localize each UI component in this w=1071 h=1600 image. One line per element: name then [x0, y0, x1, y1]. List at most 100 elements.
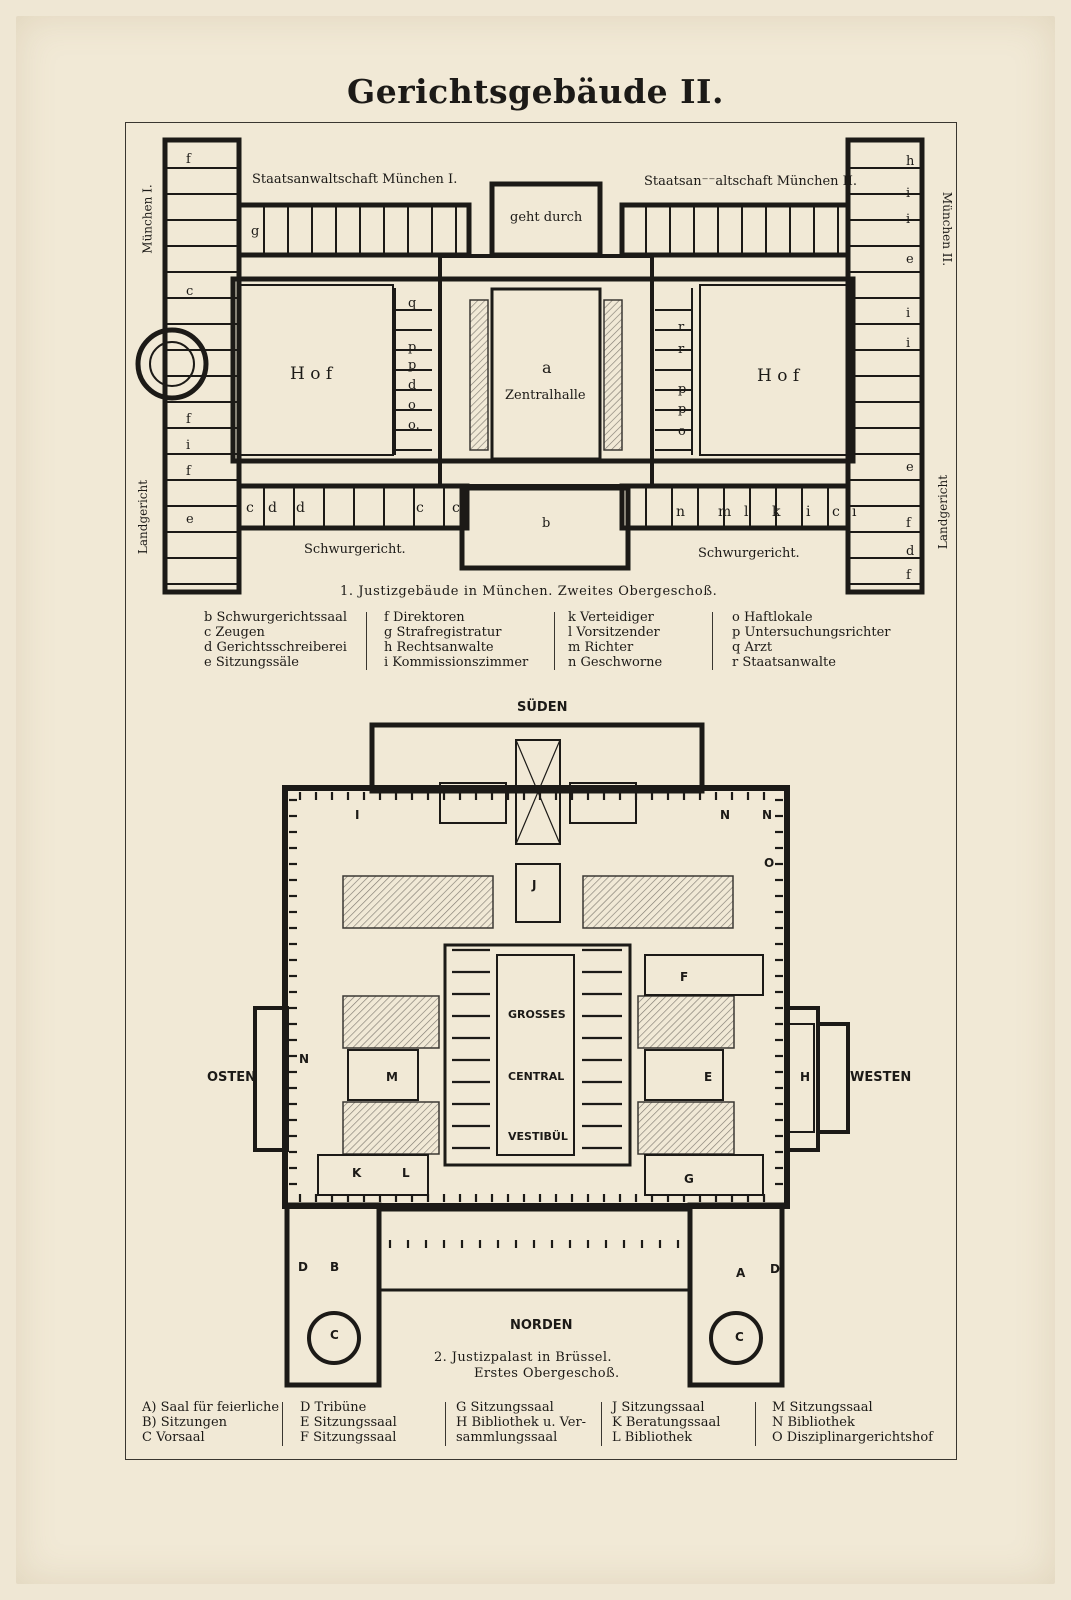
room-letter: C: [330, 1328, 339, 1342]
plan1-legend-entry: n Geschworne: [568, 655, 663, 670]
room-letter: e: [906, 460, 914, 475]
room-a-label: a: [542, 358, 552, 377]
south-stair: [515, 739, 561, 845]
room-letter: p: [408, 340, 417, 355]
room-letter: o: [678, 424, 686, 439]
room-letter: p: [408, 358, 417, 373]
room-letter: c: [416, 500, 424, 516]
room-letter: f: [186, 412, 191, 427]
room-letter: d: [296, 500, 305, 516]
hof-right-label: H o f: [757, 366, 800, 386]
center-grosses: GROSSES: [508, 1008, 566, 1021]
room-letter: d: [906, 544, 915, 559]
room-letter: l: [744, 504, 749, 520]
room-letter: c: [186, 284, 194, 299]
plan2-legend-entry: O Disziplinargerichtshof: [772, 1430, 933, 1445]
room-letter: o: [408, 398, 416, 413]
muenchen-1-label: München I.: [140, 184, 155, 254]
room-letter: q: [408, 296, 417, 311]
room-letter: B: [330, 1260, 340, 1274]
room-letter: K: [352, 1166, 362, 1180]
room-letter: p: [678, 382, 687, 397]
room-letter: N: [720, 808, 731, 822]
top-left-offices: [236, 202, 472, 258]
schwurgericht-right-label: Schwurgericht.: [698, 546, 800, 561]
plan1-legend-entry: c Zeugen: [204, 625, 265, 640]
room-letter: h: [906, 154, 915, 169]
room-letter: f: [186, 152, 191, 167]
plan2-legend-entry: E Sitzungssaal: [300, 1415, 397, 1430]
plan1-legend-entry: o Haftlokale: [732, 610, 813, 625]
zentralhalle-label: Zentralhalle: [505, 388, 586, 403]
plan1-legend-entry: p Untersuchungsrichter: [732, 625, 891, 640]
plan1-legend-entry: r Staatsanwalte: [732, 655, 836, 670]
room-letter: i: [906, 336, 911, 351]
room-letter: C: [735, 1330, 744, 1344]
room-letter: i: [906, 306, 911, 321]
room-letter: O: [764, 856, 775, 870]
room-letter: d: [268, 500, 277, 516]
room-letter: c: [452, 500, 460, 516]
hof-left-label: H o f: [290, 364, 333, 384]
direction-east: OSTEN: [207, 1070, 257, 1085]
plan1-legend-entry: m Richter: [568, 640, 634, 655]
room-letter: c: [246, 500, 254, 516]
plan1-legend-entry: h Rechtsanwalte: [384, 640, 494, 655]
landgericht-left-label: Landgericht: [136, 479, 151, 555]
plan2-legend-entry: F Sitzungssaal: [300, 1430, 397, 1445]
plan1-legend-entry: q Arzt: [732, 640, 773, 655]
staatsanwaltschaft-1-label: Staatsanwaltschaft München I.: [252, 172, 458, 187]
room-letter: N: [299, 1052, 310, 1066]
plan1-legend-entry: i Kommissionszimmer: [384, 655, 529, 670]
room-letter: f: [186, 464, 191, 479]
room-letter: D: [298, 1260, 308, 1274]
schwurgericht-hall: [459, 485, 631, 571]
room-letter: I: [355, 808, 360, 822]
plan2-legend-entry: K Beratungssaal: [612, 1415, 721, 1430]
top-right-offices: [619, 202, 851, 258]
room-letter: f: [906, 516, 911, 531]
room-letter: d: [408, 378, 417, 393]
plan2-subcaption: Erstes Obergeschoß.: [474, 1366, 620, 1381]
plan2-legend-entry: M Sitzungssaal: [772, 1400, 873, 1415]
geht-durch-label: geht durch: [510, 210, 583, 225]
staatsanwaltschaft-2-label: Staatsan⁻⁻altschaft München II.: [644, 174, 858, 189]
room-letter: J: [532, 878, 537, 892]
plan1-legend-entry: k Verteidiger: [568, 610, 654, 625]
room-letter: m: [718, 504, 732, 520]
plan2-legend-entry: sammlungssaal: [456, 1430, 558, 1445]
plan1-legend-entry: f Direktoren: [384, 610, 465, 625]
room-letter: i: [852, 504, 857, 520]
room-letter: i: [906, 186, 911, 201]
direction-north: NORDEN: [510, 1318, 573, 1333]
plan1-legend-entry: b Schwurgerichtssaal: [204, 610, 347, 625]
room-letter: e: [906, 252, 914, 267]
room-letter: n: [676, 504, 686, 520]
plan2-legend-entry: D Tribüne: [300, 1400, 367, 1415]
page-title: Gerichtsgebäude II.: [347, 72, 724, 111]
room-letter: E: [704, 1070, 713, 1084]
plan1-legend-entry: g Strafregistratur: [384, 625, 502, 640]
room-letter: L: [402, 1166, 410, 1180]
room-letter: f: [906, 568, 911, 583]
hof-left-yard: [238, 284, 394, 456]
plan2-legend-entry: A) Saal für feierliche: [142, 1400, 280, 1415]
muenchen-2-label: München II.: [940, 191, 955, 267]
hof-right-yard: [699, 284, 849, 456]
room-letter: o.: [408, 418, 420, 433]
room-letter: e: [186, 512, 194, 527]
room-letter: i: [186, 438, 191, 453]
plan2-legend-entry: H Bibliothek u. Ver-: [456, 1415, 587, 1430]
plan1-legend-entry: d Gerichtsschreiberei: [204, 640, 347, 655]
plan1-legend-entry: l Vorsitzender: [568, 625, 660, 640]
room-letter: i: [806, 504, 811, 520]
room-letter: i: [906, 212, 911, 227]
schwurgericht-left-label: Schwurgericht.: [304, 542, 406, 557]
